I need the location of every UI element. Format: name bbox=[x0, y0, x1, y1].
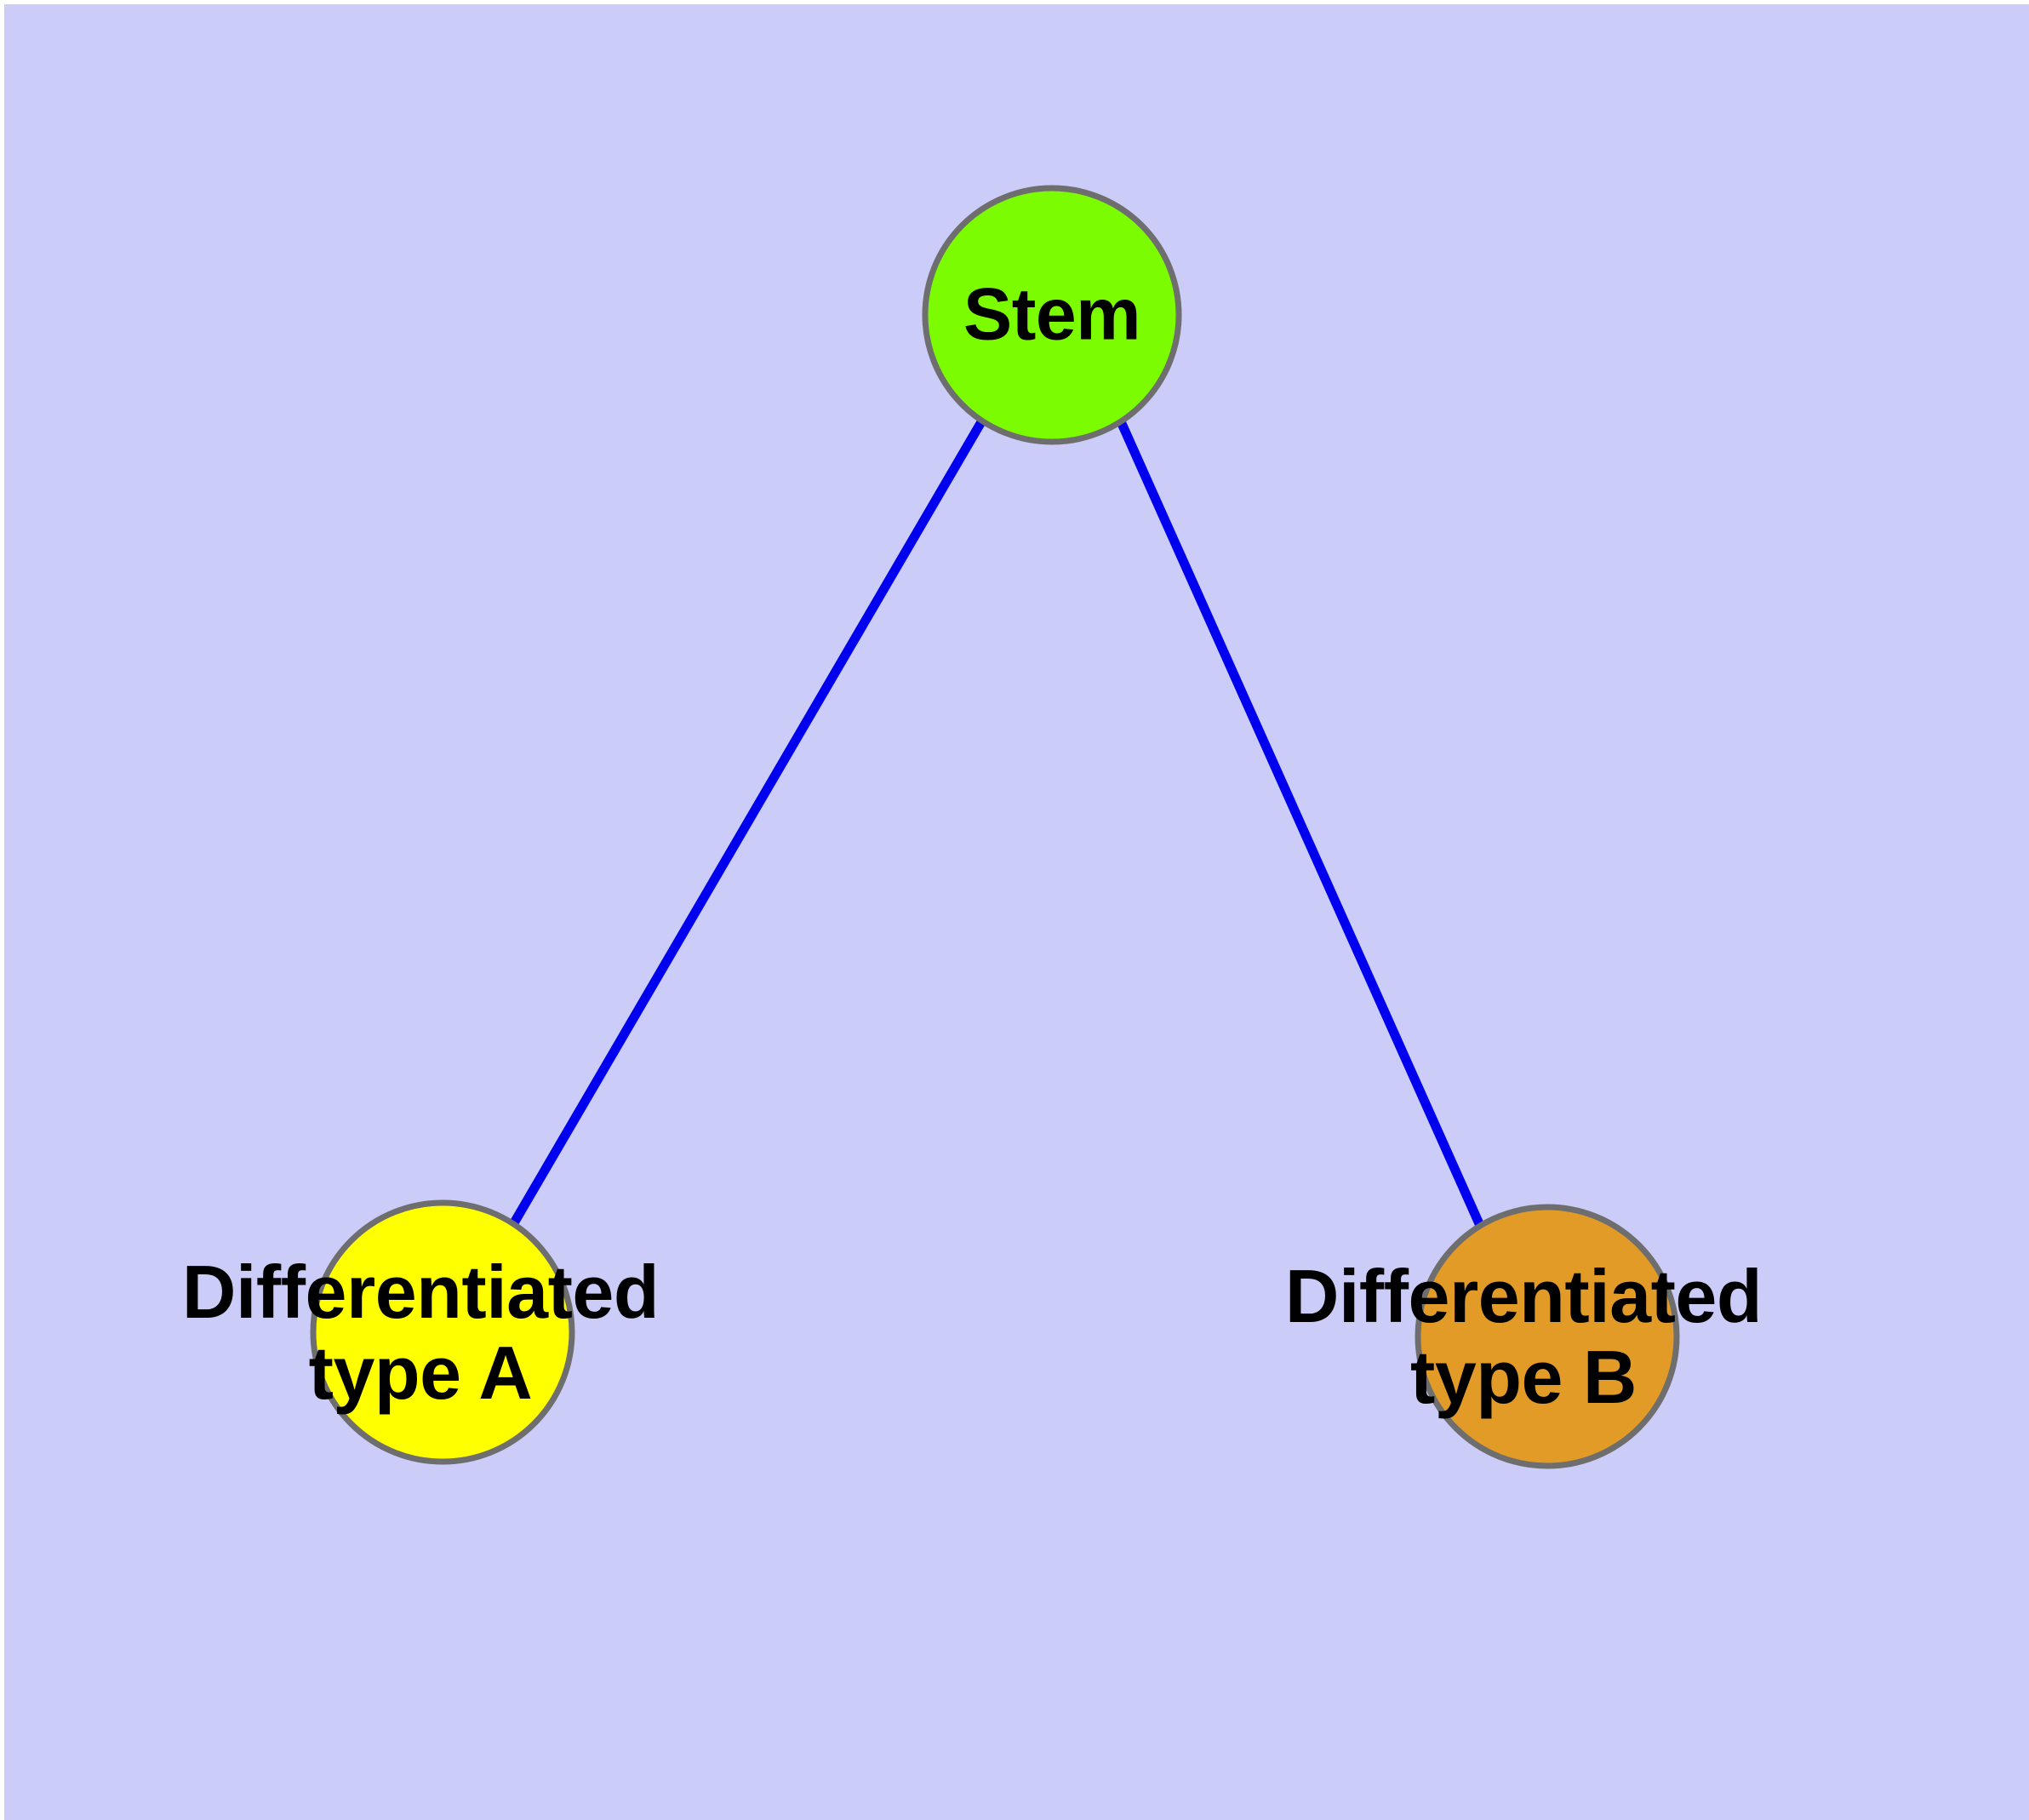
node-stem[interactable] bbox=[922, 185, 1182, 445]
node-diff-a[interactable] bbox=[310, 1199, 575, 1465]
node-layer bbox=[310, 185, 1680, 1469]
edge-stem-diff-b[interactable] bbox=[1115, 417, 1486, 1230]
node-diff-b[interactable] bbox=[1415, 1204, 1680, 1469]
edge-stem-diff-a[interactable] bbox=[508, 418, 986, 1228]
edge-layer bbox=[508, 417, 1486, 1230]
